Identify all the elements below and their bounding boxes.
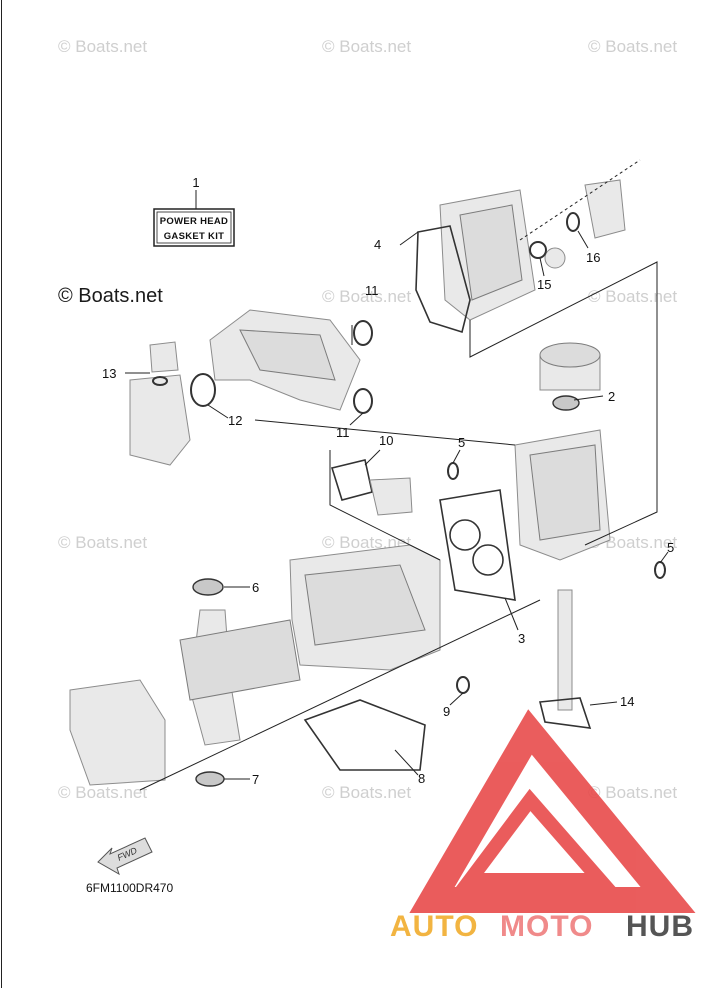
watermark: © Boats.net — [58, 37, 147, 56]
diagram-code: 6FM1100DR470 — [86, 881, 173, 895]
main-watermark: © Boats.net — [58, 285, 163, 307]
callout-4: 4 — [374, 237, 381, 252]
callout-3: 3 — [518, 631, 525, 646]
logo-triangle-icon — [409, 709, 696, 913]
thermostat-group — [330, 459, 666, 601]
callout-9: 9 — [443, 704, 450, 719]
callout-13: 13 — [102, 366, 116, 381]
callout-6: 6 — [252, 580, 259, 595]
watermark: © Boats.net — [58, 533, 147, 552]
brand-part3: HUB — [626, 910, 694, 943]
watermark: © Boats.net — [58, 783, 147, 802]
callout-8: 8 — [418, 771, 425, 786]
callout-5: 5 — [458, 435, 465, 450]
callout-15: 15 — [537, 277, 551, 292]
callout-11-top: 11 — [365, 283, 379, 298]
cylinder-head-cover-group — [415, 159, 641, 334]
kit-label-line2: GASKET KIT — [164, 231, 225, 242]
callout-1: 1 — [192, 175, 199, 190]
callout-12: 12 — [228, 413, 242, 428]
watermark: © Boats.net — [588, 287, 677, 306]
leader-lines — [125, 230, 669, 780]
callout-labels: 1 2 3 4 5 5 6 7 8 9 10 11 11 12 13 14 15… — [102, 175, 674, 787]
power-head-gasket-kit-label: POWER HEAD GASKET KIT — [153, 190, 235, 247]
upper-block-group — [514, 342, 611, 711]
kit-label-line1: POWER HEAD — [160, 216, 228, 227]
watermark: © Boats.net — [322, 287, 411, 306]
callout-11-bottom: 11 — [336, 425, 350, 440]
crankshaft-group — [69, 578, 541, 791]
intake-manifold-group — [129, 309, 373, 466]
automotohub-logo: AUTO MOTO HUB — [390, 709, 696, 943]
brand-part2: MOTO — [500, 910, 593, 943]
watermark: © Boats.net — [588, 37, 677, 56]
watermark: © Boats.net — [322, 37, 411, 56]
brand-part1: AUTO — [390, 910, 478, 943]
callout-2: 2 — [608, 389, 615, 404]
callout-5-right: 5 — [667, 540, 674, 555]
watermark: © Boats.net — [322, 783, 411, 802]
watermark: © Boats.net — [588, 783, 677, 802]
callout-14: 14 — [620, 694, 634, 709]
watermark: © Boats.net — [588, 533, 677, 552]
callout-16: 16 — [586, 250, 600, 265]
callout-10: 10 — [379, 433, 393, 448]
callout-7: 7 — [252, 772, 259, 787]
forward-arrow-icon: FWD — [97, 837, 153, 876]
crankcase-group — [289, 544, 592, 771]
